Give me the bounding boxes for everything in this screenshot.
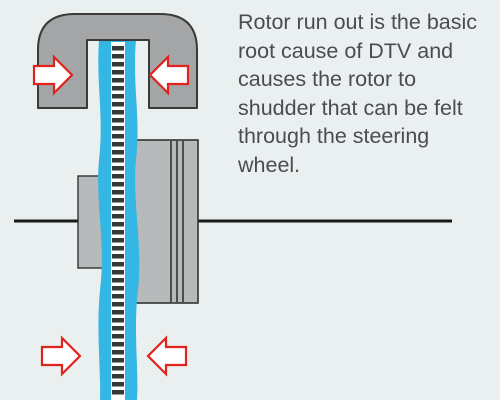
brake-disc-rotor xyxy=(98,40,140,400)
rotor-vent-slot xyxy=(112,270,124,275)
rotor-vent-slot xyxy=(112,246,124,251)
rotor-clamp-arrow-icon xyxy=(146,335,188,377)
rotor-vent-slot xyxy=(112,334,124,339)
rotor-vent-slot xyxy=(112,150,124,155)
rotor-vents xyxy=(112,46,124,395)
rotor-vent-slot xyxy=(112,110,124,115)
rotor-vent-slot xyxy=(112,286,124,291)
rotor-vent-slot xyxy=(112,382,124,387)
rotor-clamp-arrow-icon xyxy=(40,335,82,377)
caliper-clamp-arrow-icon xyxy=(148,54,190,96)
rotor-vent-slot xyxy=(112,374,124,379)
rotor-vent-slot xyxy=(112,166,124,171)
rotor-vent-slot xyxy=(112,222,124,227)
rotor-vent-slot xyxy=(112,214,124,219)
rotor-vent-slot xyxy=(112,142,124,147)
rotor-vent-slot xyxy=(112,254,124,259)
rotor-vent-slot xyxy=(112,310,124,315)
rotor-vent-slot xyxy=(112,230,124,235)
rotor-vent-slot xyxy=(112,262,124,267)
rotor-vent-slot xyxy=(112,294,124,299)
rotor-vent-slot xyxy=(112,86,124,91)
rotor-vent-slot xyxy=(112,54,124,59)
rotor-vent-slot xyxy=(112,78,124,83)
rotor-vent-slot xyxy=(112,190,124,195)
rotor-vent-slot xyxy=(112,238,124,243)
rotor-vent-slot xyxy=(112,326,124,331)
rotor-vent-slot xyxy=(112,158,124,163)
rotor-vent-slot xyxy=(112,350,124,355)
rotor-vent-slot xyxy=(112,182,124,187)
rotor-vent-slot xyxy=(112,206,124,211)
rotor-vent-slot xyxy=(112,174,124,179)
rotor-vent-slot xyxy=(112,390,124,395)
rotor-vent-slot xyxy=(112,366,124,371)
caliper-clamp-arrow-icon xyxy=(32,54,74,96)
rotor-vent-slot xyxy=(112,278,124,283)
rotor-vent-slot xyxy=(112,126,124,131)
rotor-vent-slot xyxy=(112,342,124,347)
brake-caliper xyxy=(37,13,198,109)
rotor-vent-slot xyxy=(112,46,124,51)
rotor-vent-slot xyxy=(112,318,124,323)
rotor-vent-slot xyxy=(112,70,124,75)
rotor-vent-slot xyxy=(112,62,124,67)
rotor-vent-slot xyxy=(112,358,124,363)
rotor-vent-slot xyxy=(112,198,124,203)
rotor-vent-slot xyxy=(112,102,124,107)
rotor-vent-slot xyxy=(112,134,124,139)
rotor-vent-slot xyxy=(112,94,124,99)
rotor-vent-slot xyxy=(112,302,124,307)
diagram-caption: Rotor run out is the basic root cause of… xyxy=(238,10,478,177)
rotor-vent-slot xyxy=(112,118,124,123)
